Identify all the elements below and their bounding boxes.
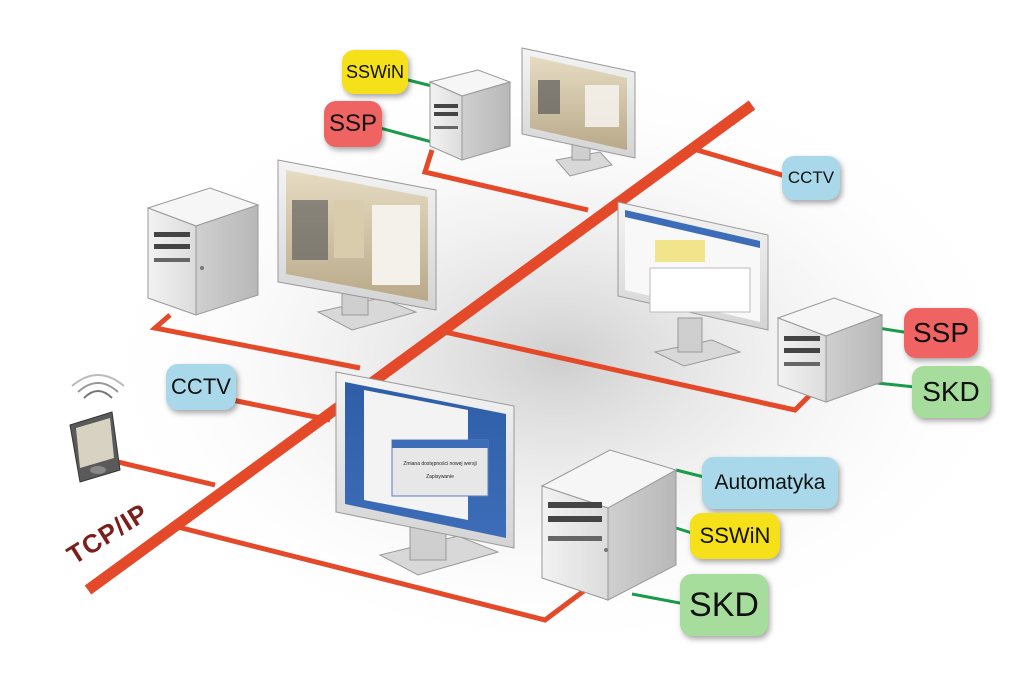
pda-device: [69, 374, 125, 483]
server-tower-bottom: [540, 449, 678, 601]
tag-sswin-bottom: SSWiN: [690, 513, 780, 559]
tag-ssp-top: SSP: [324, 101, 382, 147]
server-tower-left: [146, 187, 260, 316]
server-tower-top: [428, 69, 512, 161]
tcpip-backbone: [84, 100, 756, 595]
monitor-top: [521, 47, 636, 177]
tag-sswin-top: SSWiN: [342, 50, 408, 94]
server-tower-right: [776, 297, 884, 403]
cable-pda: [117, 459, 216, 488]
cable-bottom-server: [169, 522, 587, 623]
monitor-left: [277, 159, 437, 331]
cable-top-server: [421, 149, 589, 213]
monitor-center: Zmiana dostępności nowej wersji Zapisywa…: [335, 371, 515, 576]
monitor-right: [617, 201, 769, 367]
network-cables: [117, 147, 814, 623]
tag-cctv-left: CCTV: [166, 364, 236, 410]
tag-skd-right: SKD: [912, 366, 990, 418]
tag-automatyka: Automatyka: [702, 457, 838, 509]
tag-skd-bottom: SKD: [680, 574, 768, 636]
dialog-line2: Zapisywanie: [426, 474, 454, 480]
cable-cctv-left: [231, 397, 331, 423]
tag-cctv-top-right: CCTV: [782, 156, 840, 200]
cable-left-tower: [149, 313, 361, 371]
cable-cctv-top: [696, 147, 793, 181]
cable-right-workstation: [444, 329, 814, 413]
dialog-line1: Zmiana dostępności nowej wersji: [403, 461, 476, 467]
tag-ssp-right: SSP: [904, 308, 978, 358]
